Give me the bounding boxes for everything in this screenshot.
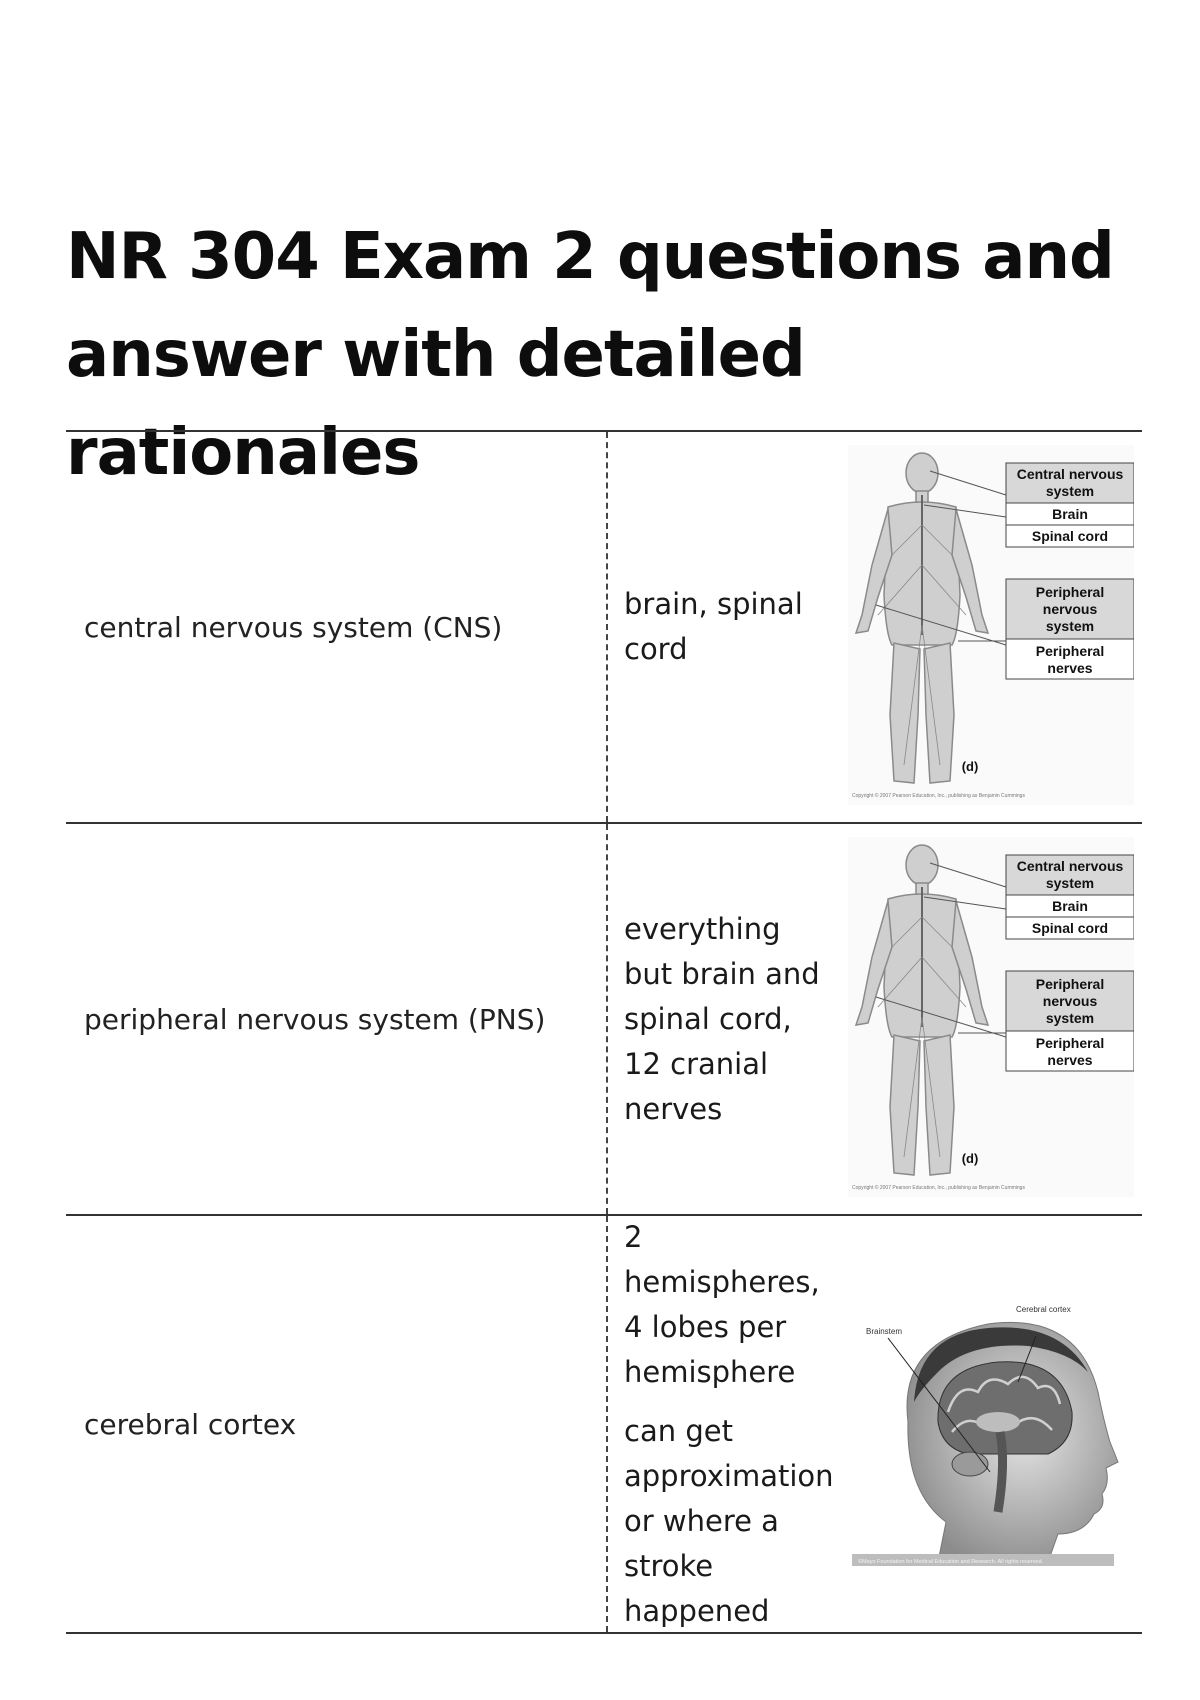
definition-paragraph: 2 hemispheres, 4 lobes per hemisphere (624, 1219, 820, 1389)
figure-label: Cerebral cortex (1016, 1305, 1071, 1314)
svg-text:Copyright © 2007 Pearson Educa: Copyright © 2007 Pearson Education, Inc.… (852, 1184, 1025, 1191)
flashcard-row: peripheral nervous system (PNS) everythi… (66, 822, 1142, 1214)
definition-cell: brain, spinal cord (608, 432, 1142, 822)
definition-paragraph: can get approximation or where a stroke … (624, 1413, 834, 1628)
definition-text: everything but brain and spinal cord, 12… (624, 907, 834, 1132)
figure-label: Brainstem (866, 1327, 902, 1336)
cut-line-divider (606, 432, 608, 822)
svg-text:Brain: Brain (1052, 506, 1088, 522)
flashcard-table: central nervous system (CNS) brain, spin… (66, 430, 1142, 1634)
svg-text:Peripheral: Peripheral (1036, 643, 1104, 659)
svg-text:nervous: nervous (1043, 993, 1098, 1009)
term-text: central nervous system (CNS) (84, 610, 503, 644)
term-cell: central nervous system (CNS) (66, 432, 606, 822)
svg-text:Spinal cord: Spinal cord (1032, 920, 1108, 936)
svg-text:Spinal cord: Spinal cord (1032, 528, 1108, 544)
definition-cell: 2 hemispheres, 4 lobes per hemisphere ca… (608, 1216, 1142, 1632)
svg-text:©Mayo Foundation for Medical E: ©Mayo Foundation for Medical Education a… (858, 1558, 1044, 1565)
svg-text:system: system (1046, 1010, 1094, 1026)
flashcard-row: cerebral cortex 2 hemispheres, 4 lobes p… (66, 1214, 1142, 1634)
definition-paragraph: everything but brain and spinal cord, 12… (624, 911, 820, 1126)
cut-line-divider (606, 824, 608, 1214)
definition-paragraph: brain, spinal cord (624, 587, 803, 666)
cut-line-divider (606, 1216, 608, 1632)
svg-text:(d): (d) (962, 759, 979, 774)
svg-text:system: system (1046, 483, 1094, 499)
svg-text:nerves: nerves (1047, 660, 1092, 676)
svg-text:Peripheral: Peripheral (1036, 584, 1104, 600)
definition-text: brain, spinal cord (624, 582, 834, 672)
svg-text:Brain: Brain (1052, 898, 1088, 914)
svg-text:nerves: nerves (1047, 1052, 1092, 1068)
definition-text: 2 hemispheres, 4 lobes per hemisphere ca… (624, 1215, 834, 1634)
svg-text:Peripheral: Peripheral (1036, 1035, 1104, 1051)
svg-text:Peripheral: Peripheral (1036, 976, 1104, 992)
head-diagram-image: Brainstem Cerebral cortex ©Mayo Foundati… (848, 1272, 1134, 1572)
term-text: cerebral cortex (84, 1407, 297, 1441)
term-cell: cerebral cortex (66, 1216, 606, 1632)
brain-section-figure: Brainstem Cerebral cortex ©Mayo Foundati… (848, 1272, 1134, 1576)
term-cell: peripheral nervous system (PNS) (66, 824, 606, 1214)
document-title: NR 304 Exam 2 questions and answer with … (66, 208, 1166, 502)
flashcard-row: central nervous system (CNS) brain, spin… (66, 430, 1142, 822)
svg-text:Central nervous: Central nervous (1017, 858, 1124, 874)
svg-text:system: system (1046, 875, 1094, 891)
term-text: peripheral nervous system (PNS) (84, 1002, 546, 1036)
svg-text:system: system (1046, 618, 1094, 634)
svg-text:nervous: nervous (1043, 601, 1098, 617)
title-line-2: answer with detailed rationales (66, 318, 806, 490)
definition-cell: everything but brain and spinal cord, 12… (608, 824, 1142, 1214)
svg-text:(d): (d) (962, 1151, 979, 1166)
svg-text:Copyright © 2007 Pearson Educa: Copyright © 2007 Pearson Education, Inc.… (852, 792, 1025, 799)
title-line-1: NR 304 Exam 2 questions and (66, 220, 1115, 294)
svg-text:Central nervous: Central nervous (1017, 466, 1124, 482)
